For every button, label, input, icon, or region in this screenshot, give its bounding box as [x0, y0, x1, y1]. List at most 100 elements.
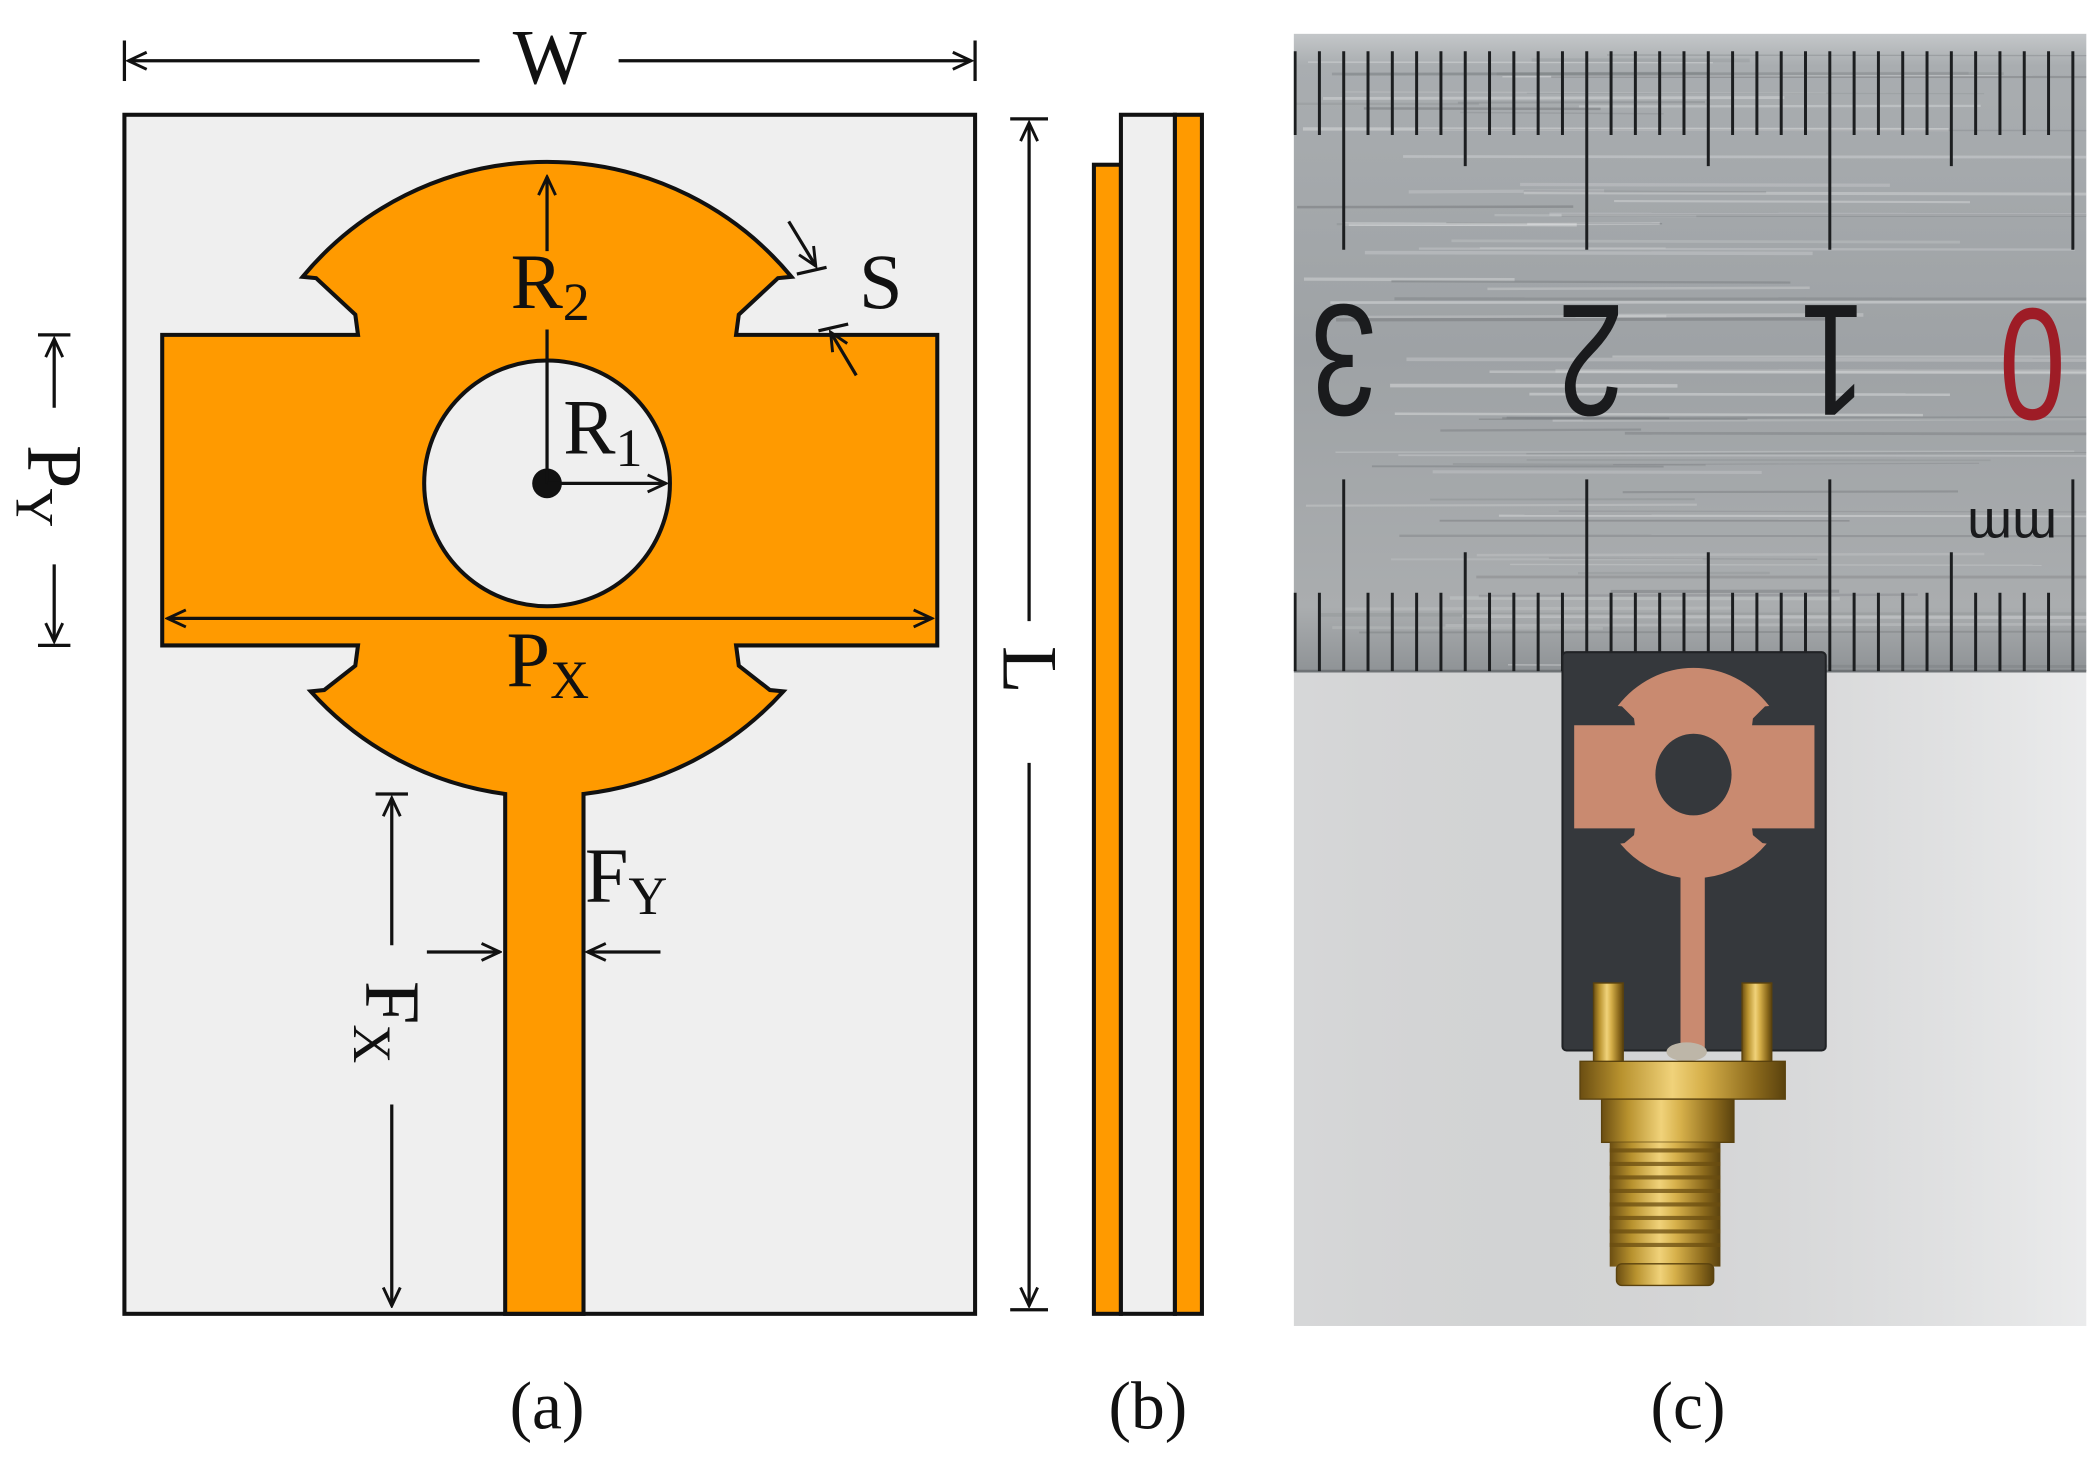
- panel-c-photo: 3 2 1 0 mm (c): [1293, 33, 2087, 1444]
- ruler-brush-streak: [1489, 370, 2087, 375]
- solder-joint: [1666, 1042, 1707, 1062]
- ruler-number-3: 3: [1310, 271, 1376, 449]
- ruler-brush-streak: [1523, 191, 2087, 196]
- ruler-brush-streak: [1335, 450, 2075, 453]
- ruler-brush-streak: [1487, 286, 1810, 291]
- slot-tick-upper: [796, 265, 827, 276]
- outer-radius-label-base: R: [511, 238, 564, 325]
- ruler-brush-streak: [1462, 614, 2087, 620]
- feed-y-label-base: F: [585, 832, 629, 919]
- feed-y-label: FY: [585, 832, 668, 926]
- outer-radius-label: R2: [511, 238, 590, 332]
- patch-x-label: PX: [507, 616, 590, 710]
- ruler-brush-streak: [1494, 213, 1697, 218]
- ruler-brush-streak: [1552, 418, 2087, 422]
- ruler-brush-streak: [1452, 463, 1706, 467]
- ruler-brush-streak: [1408, 189, 1605, 194]
- panel-b-caption: (b): [1109, 1369, 1188, 1444]
- slot-arrow-lower: [831, 332, 858, 377]
- ruler-brush-streak: [1607, 54, 2087, 57]
- connector-flange: [1579, 1060, 1786, 1100]
- inner-radius-label: R1: [563, 384, 642, 478]
- slot-arrow-upper: [787, 220, 816, 266]
- side-ground-layer: [1172, 112, 1204, 1316]
- ruler-brush-streak: [1332, 626, 1603, 630]
- panel-a-caption: (a): [510, 1369, 585, 1444]
- ruler-brush-streak: [1476, 552, 1985, 557]
- patch-y-label: PY: [4, 445, 98, 528]
- width-label: W: [513, 14, 587, 101]
- photo-copper-pattern: [1574, 667, 1815, 1051]
- ruler-brush-streak: [1432, 470, 1762, 474]
- inner-radius-label-base: R: [563, 384, 616, 471]
- ruler-brush-streak: [1348, 222, 1660, 227]
- feed-y-label-sub: Y: [628, 866, 667, 926]
- ruler-brush-streak: [1445, 622, 2087, 627]
- ruler-unit-label: mm: [1967, 497, 2057, 557]
- ruler-brush-streak: [1406, 357, 2087, 362]
- ruler-brush-streak: [1520, 182, 1890, 187]
- ruler-number-1: 1: [1799, 271, 1865, 449]
- patch-x-label-sub: X: [550, 650, 589, 710]
- outer-radius-label-sub: 2: [563, 272, 590, 332]
- ruler-brush-streak: [1331, 71, 1710, 76]
- ruler-brush-streak: [1624, 431, 2087, 436]
- ruler-brush-streak: [1359, 630, 2087, 634]
- ruler-brush-streak: [1307, 61, 1713, 64]
- feed-x-label: FX: [342, 981, 436, 1064]
- ruler-brush-streak: [1403, 155, 2087, 159]
- photo-frame: 3 2 1 0 mm: [1293, 33, 2087, 1326]
- ruler-brush-streak: [1330, 300, 2087, 304]
- ruler-brush-streak: [1622, 490, 1959, 494]
- ruler-ticks: [1293, 51, 2075, 672]
- ruler-brush-streak: [1614, 199, 1971, 204]
- ruler-brush-streak: [1502, 416, 2087, 420]
- connector-tip: [1615, 1263, 1715, 1287]
- ruler-brush-streak: [1502, 75, 2000, 78]
- ruler-brush-streak: [1398, 454, 2087, 457]
- ruler-brush-streak: [1318, 612, 2087, 617]
- ruler-brush-streak: [1341, 222, 1577, 227]
- steel-ruler: [1293, 33, 2087, 672]
- ruler-brush-streak: [1394, 412, 1923, 417]
- panel-c-caption: (c): [1651, 1369, 1726, 1444]
- ruler-brush-streak: [1391, 280, 1791, 284]
- ruler-brush-streak: [1446, 222, 1663, 225]
- ruler-brush-streak: [1451, 239, 1961, 244]
- sma-connector: [1579, 982, 1786, 1287]
- connector-nut: [1600, 1098, 1735, 1144]
- connector-pin-left: [1592, 982, 1624, 1068]
- connector-threads: [1609, 1148, 1721, 1247]
- ruler-number-0: 0: [1999, 275, 2065, 453]
- patch-y-label-base: P: [12, 445, 99, 489]
- ruler-brush-streak: [1478, 593, 1918, 598]
- ruler-brush-streak: [1526, 452, 2087, 455]
- side-substrate: [1118, 112, 1177, 1316]
- ruler-brush-streak: [1302, 127, 1949, 132]
- feed-x-label-base: F: [349, 981, 436, 1025]
- ruler-brush-streak: [1575, 313, 1864, 318]
- ruler-number-2: 2: [1558, 271, 1624, 449]
- ruler-brush-streak: [1355, 314, 1667, 319]
- patch-y-label-sub: Y: [4, 488, 64, 527]
- ruler-brush-streak: [1440, 428, 1642, 432]
- ruler-brush-streak: [1343, 72, 2004, 76]
- patch-x-label-base: P: [507, 616, 551, 703]
- panel-b-side-view: (b): [1091, 112, 1204, 1444]
- length-label: L: [986, 646, 1073, 694]
- inner-radius-label-sub: 1: [615, 418, 642, 478]
- ruler-brush-streak: [1418, 247, 2076, 251]
- ruler-brush-streak: [1364, 250, 1813, 256]
- ruler-brush-streak: [1506, 416, 1670, 420]
- ruler-brush-streak: [1548, 557, 1818, 560]
- ruler-brush-streak: [1613, 462, 1980, 466]
- slot-tick-lower: [818, 322, 849, 333]
- ruler-brush-streak: [1523, 190, 1767, 194]
- connector-pin-right: [1741, 982, 1773, 1068]
- photo-circular-slot: [1655, 733, 1732, 816]
- ruler-brush-streak: [1510, 563, 2042, 566]
- slot-label: S: [859, 238, 903, 325]
- side-patch-layer: [1091, 162, 1123, 1316]
- ruler-brush-streak: [1305, 503, 1697, 507]
